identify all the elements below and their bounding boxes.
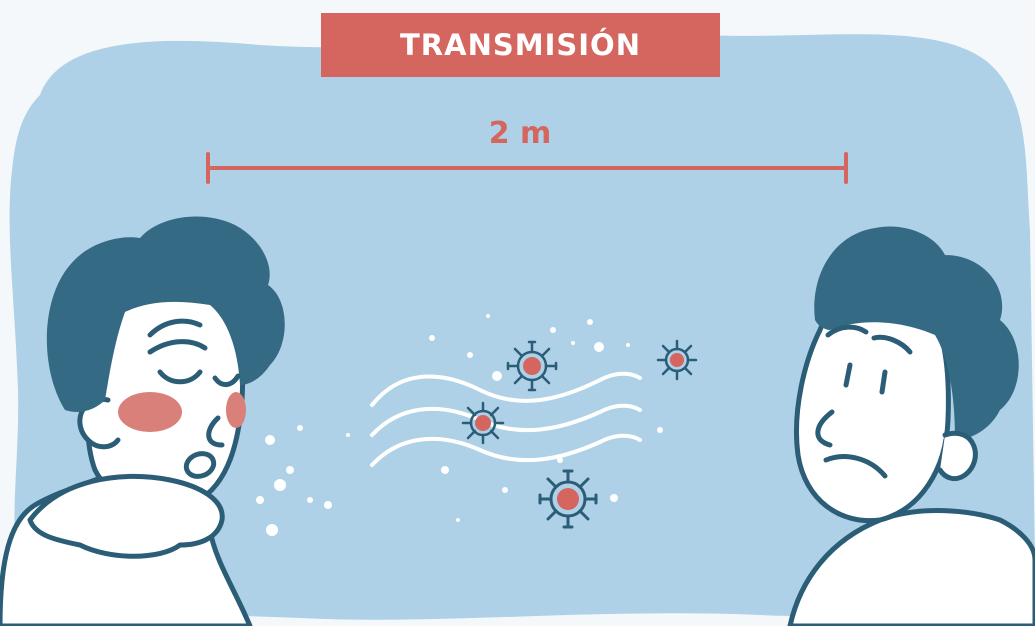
virus-icon <box>540 471 596 527</box>
virus-icon <box>463 403 503 443</box>
worried-person-ear <box>940 433 975 478</box>
sick-person-cheek <box>118 392 182 432</box>
virus-icon <box>508 342 556 390</box>
worried-person-eye-2 <box>882 372 885 392</box>
distance-label: 2 m <box>460 116 580 151</box>
sick-person-cheek-2 <box>226 392 246 428</box>
virus-icon <box>658 341 696 379</box>
page-title: TRANSMISIÓN <box>321 13 720 77</box>
